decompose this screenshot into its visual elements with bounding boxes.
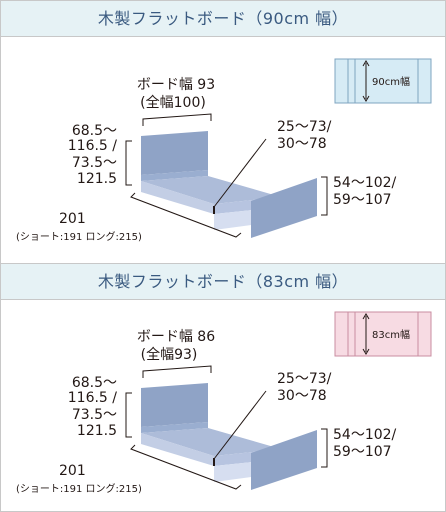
head-height-line3: 73.5～ (72, 155, 117, 171)
head-height-bracket (125, 140, 132, 186)
section-title: 木製フラットボード（83cm 幅） (97, 272, 349, 291)
foot-height-line2: 59～107 (333, 192, 392, 208)
headboard (141, 131, 208, 175)
mattress-height-line1: 25～73/ (277, 371, 332, 387)
bed-illustration (141, 131, 317, 238)
head-height-bracket (125, 392, 132, 438)
section-header: 木製フラットボード（83cm 幅） (1, 264, 445, 300)
bed-diagram: 90cm幅 ボード幅 93 (全幅100) 68.5～ 116.5 / 73.5… (16, 58, 432, 243)
head-height-line1: 68.5～ (72, 375, 117, 391)
headboard (141, 383, 208, 427)
length-bracket (130, 444, 242, 490)
head-height-line2: 116.5 / (68, 390, 118, 406)
mattress-height-leader (213, 138, 267, 208)
section-header: 木製フラットボード（90cm 幅） (1, 1, 445, 37)
foot-height-line1: 54～102/ (333, 427, 397, 443)
width-icon: 83cm幅 (334, 311, 432, 357)
section-title: 木製フラットボード（90cm 幅） (97, 9, 349, 28)
board-width-label: ボード幅 93 (137, 77, 215, 93)
length-variants-label: (ショート:191 ロング:215) (16, 230, 142, 243)
width-icon-label: 83cm幅 (372, 328, 410, 341)
board-width-bracket (142, 113, 212, 126)
overall-width-label: (全幅93) (141, 346, 198, 363)
overall-width-label: (全幅100) (140, 94, 206, 111)
length-bracket (130, 192, 242, 238)
width-icon-label: 90cm幅 (372, 75, 410, 88)
length-variants-label: (ショート:191 ロング:215) (16, 482, 142, 495)
footboard (251, 430, 317, 490)
bed-diagram: 83cm幅 ボード幅 86 (全幅93) 68.5～ 116.5 / 73.5～… (16, 311, 432, 495)
mattress-side (141, 433, 214, 466)
mattress-top (141, 176, 281, 204)
mattress-side (141, 181, 214, 214)
head-height-line2: 116.5 / (68, 138, 118, 154)
foot-height-line2: 59～107 (333, 444, 392, 460)
foot-height-line1: 54～102/ (333, 175, 397, 191)
mattress-height-leader (213, 390, 267, 460)
mattress-height-line2: 30～78 (277, 388, 327, 404)
head-height-line3: 73.5～ (72, 407, 117, 423)
head-height-line4: 121.5 (77, 423, 117, 439)
length-label: 201 (59, 463, 86, 479)
mattress-top (141, 428, 281, 456)
board-width-bracket (142, 365, 212, 378)
mattress-height-line1: 25～73/ (277, 119, 332, 135)
bed-illustration (141, 383, 317, 490)
foot-height-bracket (321, 176, 328, 216)
foot-height-bracket (321, 428, 328, 468)
mattress-height-line2: 30～78 (277, 136, 327, 152)
bed-spec-section-83cm: 木製フラットボード（83cm 幅） 83cm幅 (1, 263, 445, 512)
footboard (251, 178, 317, 238)
width-icon: 90cm幅 (334, 58, 432, 104)
bed-spec-section-90cm: 木製フラットボード（90cm 幅） 90cm幅 (1, 1, 445, 263)
head-height-line1: 68.5～ (72, 123, 117, 139)
head-height-line4: 121.5 (77, 171, 117, 187)
length-label: 201 (59, 211, 86, 227)
board-width-label: ボード幅 86 (137, 329, 215, 345)
